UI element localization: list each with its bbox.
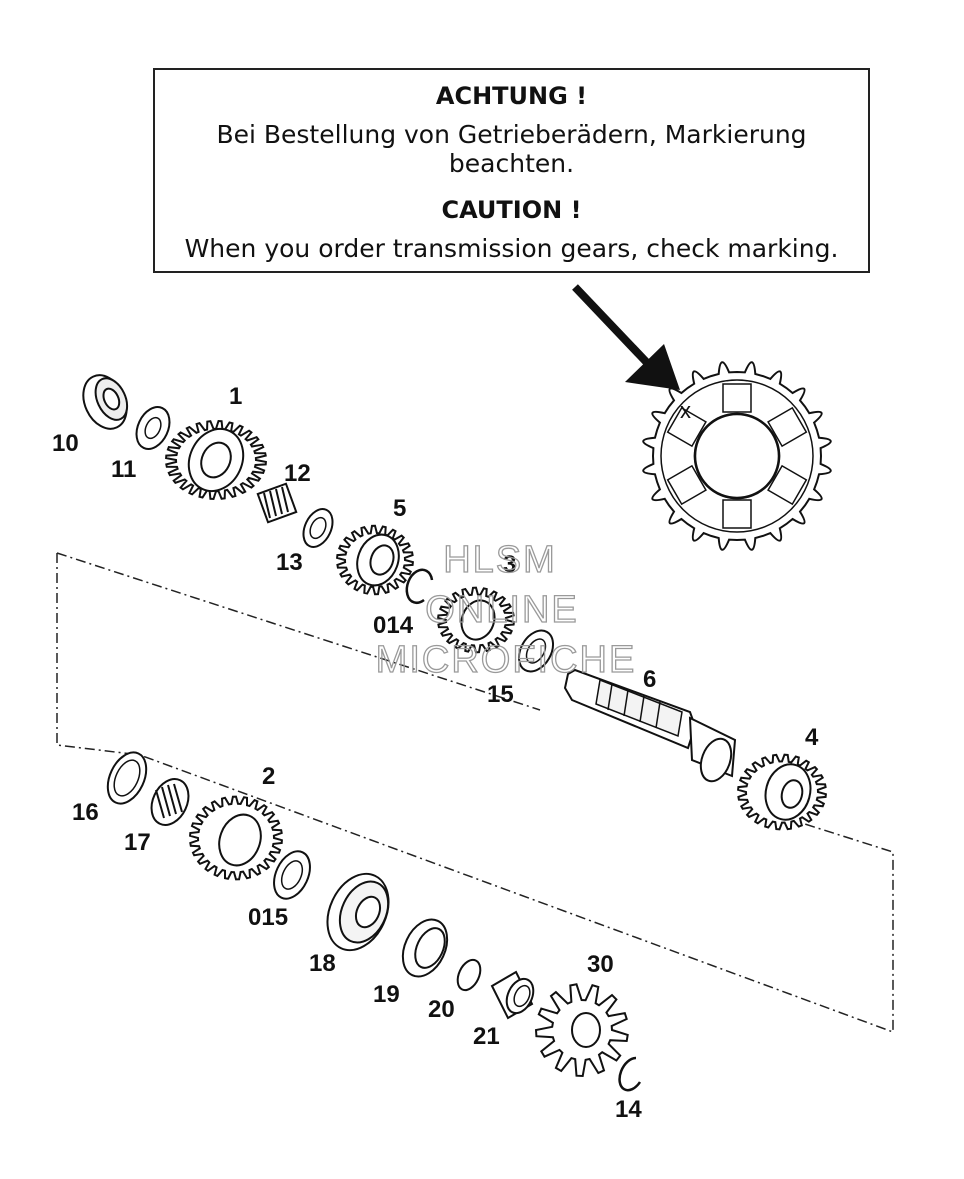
watermark-line-3: MICROFICHE (376, 639, 637, 681)
gear-dog-block (666, 464, 707, 506)
caution-notice-box: ACHTUNG ! Bei Bestellung von Getrieberäd… (153, 68, 870, 273)
label-21: 21 (473, 1023, 500, 1050)
gear-dog-block (767, 464, 808, 506)
label-3: 3 (503, 551, 516, 578)
label-5: 5 (393, 495, 406, 522)
label-15: 15 (487, 681, 514, 708)
part-6-shaft (563, 668, 737, 783)
watermark-line-2: ONLINE (425, 589, 578, 631)
gear-dog-block (722, 383, 752, 413)
part-15-washer (517, 629, 555, 673)
label-1: 1 (229, 383, 242, 410)
label-19: 19 (373, 981, 400, 1008)
part-015-washer (273, 850, 311, 900)
part-13-washer (302, 508, 334, 548)
label-17: 17 (124, 829, 151, 856)
notice-text-english: When you order transmission gears, check… (184, 234, 839, 263)
watermark-line-1: HLSM (443, 539, 557, 581)
label-14: 14 (615, 1096, 642, 1123)
gear-dog-block (767, 406, 808, 448)
label-4: 4 (805, 724, 819, 751)
part-20-o-ring (456, 958, 482, 992)
label-11: 11 (111, 456, 136, 483)
label-12: 12 (284, 460, 311, 487)
part-12-needle-bearing (256, 482, 298, 524)
gear-marking-x: x (680, 398, 691, 423)
label-13: 13 (276, 549, 303, 576)
notice-text-german: Bei Bestellung von Getrieberädern, Marki… (216, 120, 807, 178)
assembly-outline (56, 553, 894, 1034)
part-1-gear (165, 419, 267, 501)
gear-dog-block (722, 499, 752, 529)
part-21-spacer (490, 970, 535, 1020)
part-10-bearing (82, 374, 129, 430)
part-2-gear (189, 795, 283, 881)
part-014-circlip (405, 568, 434, 605)
part-18-bearing (326, 872, 390, 952)
label-16: 16 (72, 799, 99, 826)
label-014: 014 (373, 612, 414, 639)
part-30-sprocket (534, 983, 629, 1078)
label-2: 2 (262, 763, 275, 790)
label-6: 6 (643, 666, 656, 693)
part-3-gear (437, 586, 515, 654)
part-17-needle-bearing (150, 778, 190, 826)
part-16-washer (106, 751, 148, 805)
part-labels: 10 11 1 12 13 5 014 3 15 6 4 16 17 2 015… (52, 383, 819, 1123)
pointer-arrow (572, 284, 680, 390)
label-015: 015 (248, 904, 288, 931)
part-14-circlip (618, 1056, 642, 1092)
label-20: 20 (428, 996, 455, 1023)
label-10: 10 (52, 430, 79, 457)
marked-gear-detail: x (642, 361, 832, 551)
label-30: 30 (587, 951, 614, 978)
label-18: 18 (309, 950, 336, 977)
watermark: HLSM ONLINE MICROFICHE (375, 538, 637, 681)
part-4-gear (737, 753, 827, 831)
part-11-washer (135, 406, 171, 450)
notice-heading-german: ACHTUNG ! (435, 82, 588, 110)
gear-dog-block (666, 406, 707, 448)
part-5-gear (336, 524, 414, 596)
notice-heading-english: CAUTION ! (441, 196, 582, 224)
part-19-seal (401, 918, 449, 978)
